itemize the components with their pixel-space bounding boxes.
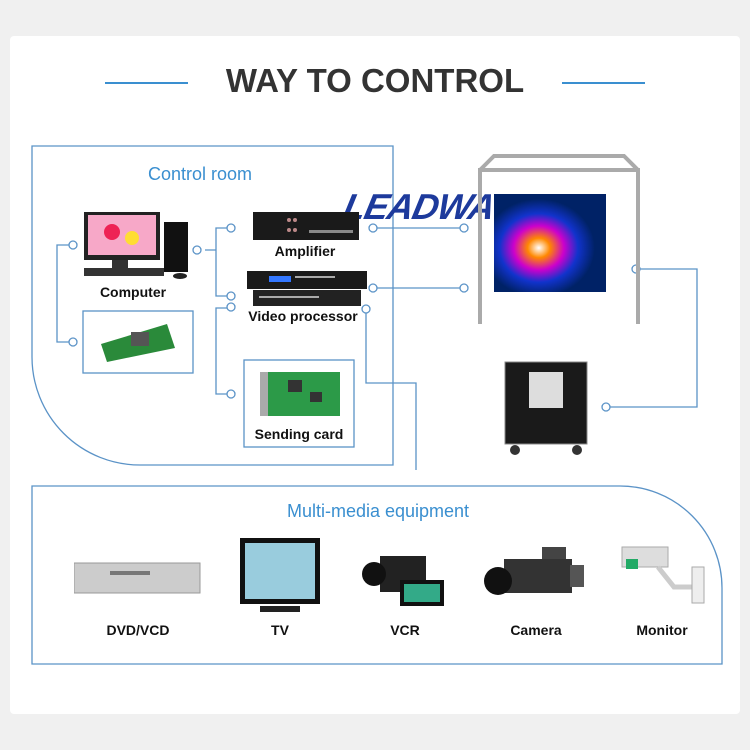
camera-label: Camera bbox=[510, 622, 562, 638]
video-processor-icon bbox=[247, 271, 367, 306]
graphics-card-icon bbox=[101, 324, 175, 362]
amplifier-icon bbox=[253, 212, 359, 240]
amplifier-label: Amplifier bbox=[274, 243, 336, 259]
video-processor-label: Video processor bbox=[248, 308, 358, 324]
tv-icon bbox=[240, 538, 320, 612]
sending-card-label: Sending card bbox=[254, 426, 344, 442]
page-title: WAY TO CONTROL bbox=[225, 62, 525, 99]
vcr-camcorder-icon bbox=[362, 556, 444, 606]
monitor-label: Monitor bbox=[636, 622, 688, 638]
sending-card-icon bbox=[260, 372, 340, 416]
computer-icon bbox=[84, 212, 188, 279]
dvd-player-icon bbox=[74, 562, 201, 594]
dvd-label: DVD/VCD bbox=[106, 622, 170, 638]
computer-label: Computer bbox=[99, 284, 167, 300]
multimedia-title: Multi-media equipment bbox=[286, 501, 470, 521]
flight-case-icon bbox=[504, 361, 588, 455]
card bbox=[10, 36, 740, 714]
camera-icon bbox=[484, 547, 584, 595]
led-screen-icon bbox=[478, 154, 640, 324]
control-room-title: Control room bbox=[147, 164, 253, 184]
tv-label: TV bbox=[271, 622, 289, 638]
security-monitor-icon bbox=[621, 546, 705, 604]
vcr-label: VCR bbox=[390, 622, 420, 638]
